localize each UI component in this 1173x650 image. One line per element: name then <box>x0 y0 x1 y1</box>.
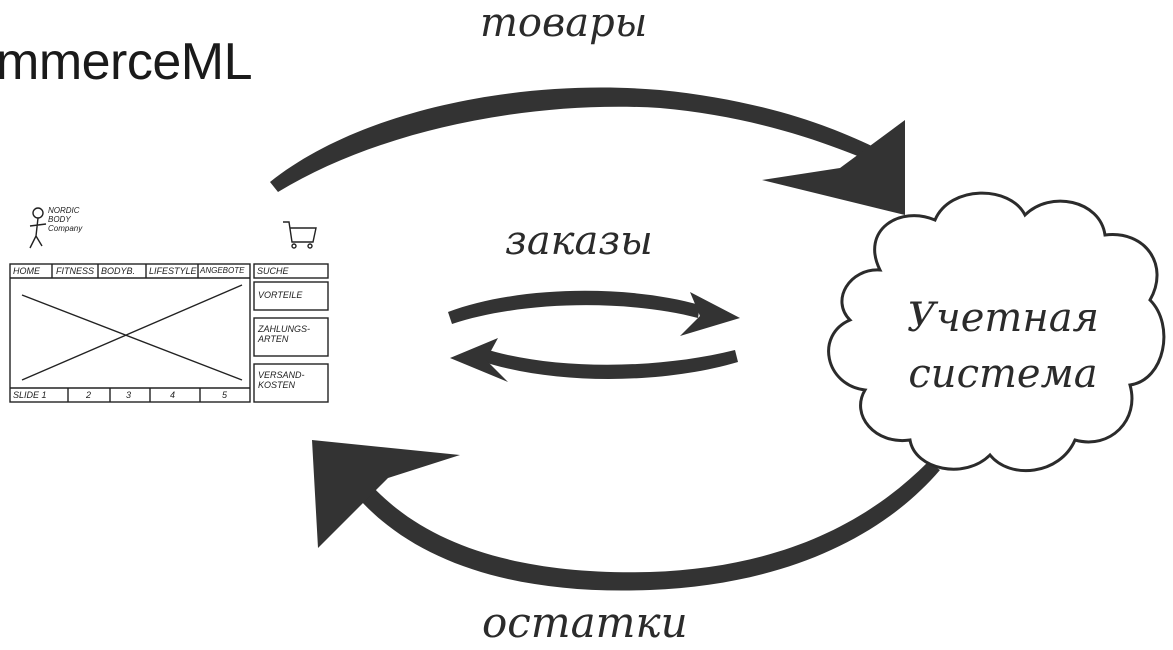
side-versandkosten: VERSAND- KOSTEN <box>258 370 305 390</box>
nav-suche: SUCHE <box>257 266 289 276</box>
logo-line-1: NORDIC <box>48 206 80 215</box>
bottom-arrow <box>312 440 940 591</box>
slide-2: 2 <box>86 390 92 400</box>
nav-home: HOME <box>13 266 40 276</box>
nav-bodyb: BODYB. <box>101 266 136 276</box>
cloud-line-1: Учетная <box>906 295 1100 341</box>
slide-3: 3 <box>126 390 132 400</box>
page-title: mmerceML <box>0 33 253 91</box>
label-orders: заказы <box>505 218 653 264</box>
middle-arrows <box>448 290 740 382</box>
side-zahlungs: ZAHLUNGS- <box>258 324 311 334</box>
logo-line-3: Company <box>48 224 83 233</box>
nav-lifestyle: LIFESTYLE <box>149 266 197 276</box>
logo-line-2: BODY <box>48 215 71 224</box>
logo-icon <box>32 207 44 219</box>
slide-5: 5 <box>222 390 228 400</box>
side-zahlungsarten: ZAHLUNGS- ARTEN <box>258 324 310 344</box>
label-goods: товары <box>480 0 648 46</box>
nav-angebote: ANGEBOTE <box>200 266 245 275</box>
logo-text: NORDIC BODY Company <box>48 206 82 233</box>
side-kosten: KOSTEN <box>258 380 296 390</box>
slide-1: SLIDE 1 <box>13 390 47 400</box>
cart-icon <box>283 221 317 249</box>
label-stock: остатки <box>482 598 688 647</box>
cloud-line-2: система <box>908 351 1098 397</box>
side-vorteile: VORTEILE <box>258 290 303 300</box>
cloud-label: Учетная система <box>868 290 1138 402</box>
nav-fitness: FITNESS <box>56 266 95 276</box>
side-versand: VERSAND- <box>258 370 305 380</box>
top-arrow <box>270 87 905 215</box>
slide-4: 4 <box>170 390 176 400</box>
cloud-shape <box>827 191 1166 472</box>
side-arten: ARTEN <box>258 334 289 344</box>
